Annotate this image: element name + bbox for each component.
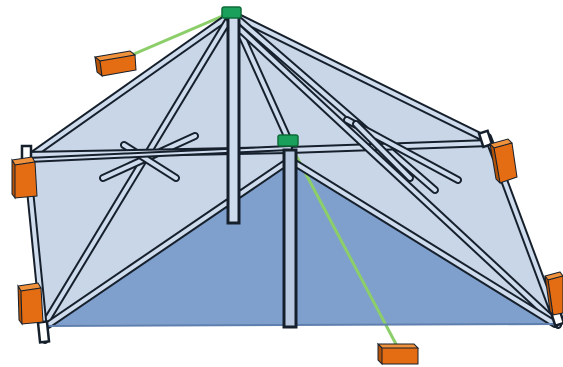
pole-center-front-vertical [282, 148, 298, 329]
pole-rafter-front-left [40, 10, 236, 329]
ground-edge [43, 323, 557, 327]
ballast-weight-right-lower [544, 271, 563, 316]
frame-poles [20, 10, 563, 344]
pole-rafter-right [228, 10, 492, 144]
pole-rafter-left [24, 10, 236, 162]
ballast-weights [11, 50, 563, 366]
guy-line-top [119, 10, 233, 62]
pole-rafter-right-mid [228, 10, 439, 194]
leg-foot-front-left [36, 320, 51, 344]
guy-line-front [288, 143, 399, 347]
connector-top-hub [221, 6, 242, 19]
canopy-front-panel [48, 160, 555, 325]
pole-front-rafter-left [44, 156, 294, 329]
ballast-weight-left-lower [17, 282, 44, 326]
ballast-weight-right-upper [489, 138, 518, 185]
pole-front-rafter-right [286, 156, 559, 328]
pole-scissor-right-b [352, 120, 414, 182]
guy-lines [119, 10, 399, 347]
pole-rafter-right-lower [226, 16, 559, 326]
connectors [221, 6, 299, 147]
pole-rafter-left-lower [25, 145, 293, 163]
pole-center-back-vertical [226, 13, 241, 225]
connector-front-hub [277, 134, 299, 147]
ballast-weight-left-upper [11, 156, 38, 200]
ballast-weight-guy-top [93, 50, 137, 78]
ballast-weight-guy-front [376, 342, 420, 366]
leg-top-right [477, 129, 494, 149]
